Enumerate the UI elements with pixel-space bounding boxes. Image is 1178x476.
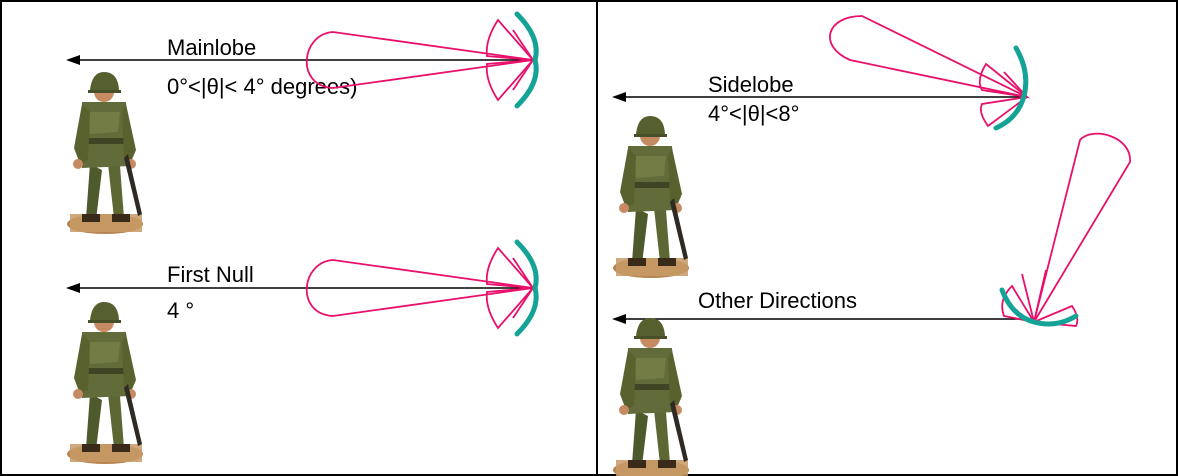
soldier-figure-icon [613, 318, 689, 476]
soldier-figure-icon [67, 72, 143, 234]
panel-first-null: First Null 4 ° [66, 242, 536, 464]
mainlobe-title: Mainlobe [167, 35, 256, 60]
panel-sidelobe: Sidelobe 4°<|θ|<8° [612, 15, 1031, 278]
radiation-pattern-icon [829, 15, 1031, 131]
soldier-figure-icon [67, 302, 143, 464]
first-null-subtitle: 4 ° [167, 298, 194, 323]
arrow-left [612, 314, 1034, 324]
sidelobe-title: Sidelobe [708, 72, 794, 97]
mainlobe-subtitle: 0°<|θ|< 4° degrees) [167, 74, 357, 99]
arrow-left [66, 283, 533, 293]
other-directions-title: Other Directions [698, 288, 857, 313]
arrow-left [66, 55, 533, 65]
panel-mainlobe: Mainlobe 0°<|θ|< 4° degrees) [66, 14, 536, 234]
arrow-left [612, 92, 1027, 102]
soldier-figure-icon [613, 116, 689, 278]
radiation-pattern-icon [999, 132, 1131, 327]
panel-other-directions: Other Directions [612, 132, 1131, 476]
sidelobe-subtitle: 4°<|θ|<8° [708, 101, 799, 126]
first-null-title: First Null [167, 262, 254, 287]
